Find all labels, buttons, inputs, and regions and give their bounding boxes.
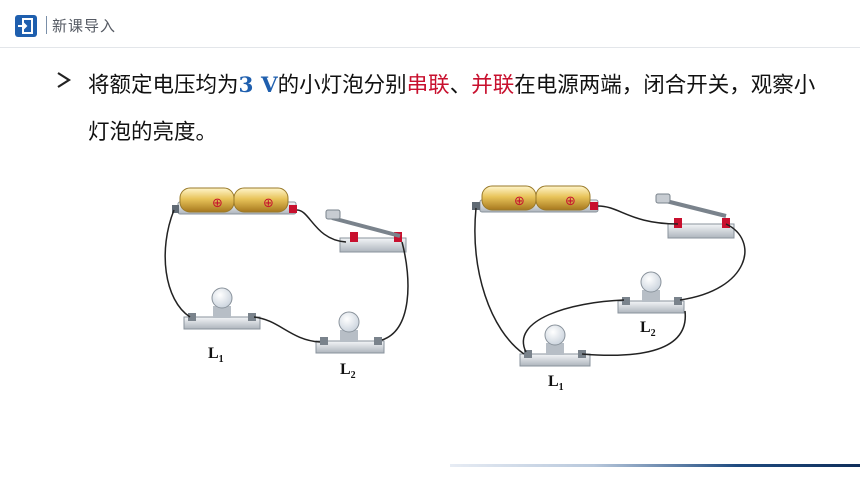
page-header: 新课导入 [0,0,860,48]
parallel-lamp-l2 [617,271,685,314]
series-keyword: 串联 [406,73,450,98]
battery-plus-4: ⊕ [565,194,576,209]
parallel-lamp-l1 [519,324,591,367]
parallel-keyword: 并联 [471,73,515,98]
circuit-figure: ⊕ ⊕ [164,185,746,393]
battery-plus-2: ⊕ [263,196,274,211]
series-circuit: ⊕ ⊕ [164,187,409,381]
parallel-label-l1: L1 [548,373,564,393]
exit-door-icon[interactable] [14,14,38,38]
section-title: 新课导入 [52,17,117,35]
series-switch [325,209,407,253]
series-lamp-l1 [183,287,261,330]
parallel-switch [655,193,735,239]
parallel-label-l2: L2 [640,319,656,339]
intro-paragraph: 将额定电压均为3 V的小灯泡分别串联、并联在电源两端，闭合开关，观察小灯泡的亮度… [88,62,828,156]
series-lamp-l2 [315,311,385,354]
header-divider [46,16,47,34]
intro-separator: 、 [449,73,472,98]
battery-plus-1: ⊕ [212,196,223,211]
parallel-circuit: ⊕ ⊕ [472,185,746,393]
series-label-l2: L2 [340,361,356,381]
rated-voltage: 3 V [238,73,278,98]
intro-text-2: 的小灯泡分别 [277,73,407,98]
parallel-battery: ⊕ ⊕ [472,185,599,213]
header-rule [0,47,860,48]
series-battery: ⊕ ⊕ [172,187,297,215]
intro-text-3: 在电源两端，闭合开关，观察小灯泡的亮度。 [88,73,816,145]
intro-text-1: 将额定电压均为 [88,73,239,98]
battery-plus-3: ⊕ [514,194,525,209]
series-label-l1: L1 [208,345,224,365]
footer-accent-bar [450,464,860,467]
arrow-right-icon [57,72,72,88]
